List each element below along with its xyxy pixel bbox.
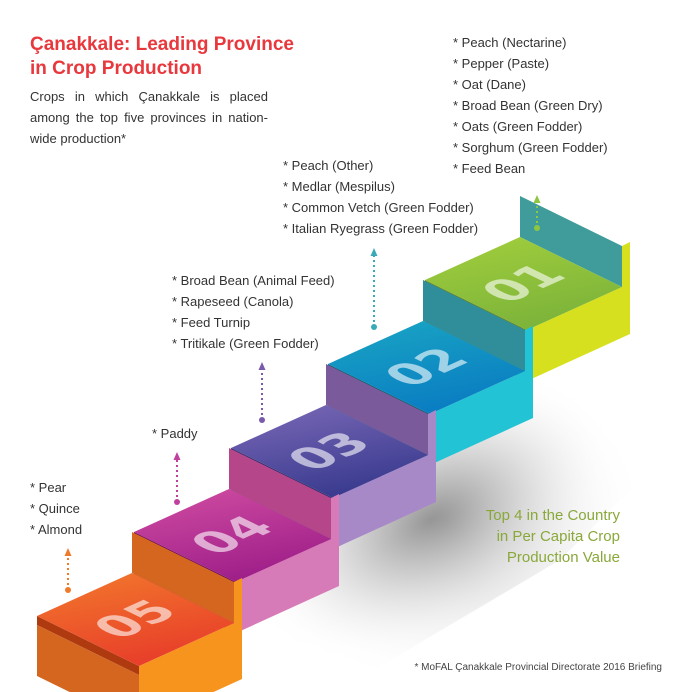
step-05-side [139,578,242,692]
step-03-riser [326,364,428,455]
step-04-top [134,489,331,582]
step-03-side [333,410,436,549]
crop-item: Italian Ryegrass (Green Fodder) [283,218,478,239]
crop-item: Pear [30,477,82,498]
step-01-arrow-icon [533,195,541,231]
step-02-arrow-icon [370,248,378,330]
crop-item: Oat (Dane) [453,74,608,95]
step-01-side [527,242,630,381]
step-03-crop-list: Broad Bean (Animal Feed)Rapeseed (Canola… [172,270,335,354]
step-02-riser [423,280,525,371]
crop-item: Tritikale (Green Fodder) [172,333,335,354]
title-line-2: in Crop Production [30,58,203,79]
highlight-line-1: Top 4 in the Country [485,507,620,524]
step-02-side [430,326,533,465]
step-04-arrow-icon [173,452,181,505]
page-title: Çanakkale: Leading Province in Crop Prod… [30,33,294,81]
step-03-arrow-icon [258,362,266,423]
crop-item: Peach (Other) [283,155,478,176]
step-04-crop-list: Paddy [152,423,198,444]
highlight-line-2: in Per Capita Crop [496,528,620,545]
crop-item: Feed Turnip [172,312,335,333]
step-05-arrow-icon [64,548,72,593]
crop-item: Rapeseed (Canola) [172,291,335,312]
crop-item: Oats (Green Fodder) [453,116,608,137]
crop-item: Almond [30,519,82,540]
step-04-riser [229,448,331,539]
step-01-top [425,237,622,330]
step-05-front [37,625,139,692]
crop-item: Paddy [152,423,198,444]
title-line-1: Çanakkale: Leading Province [30,34,294,55]
step-01-riser [520,196,622,287]
crop-item: Peach (Nectarine) [453,32,608,53]
crop-item: Pepper (Paste) [453,53,608,74]
highlight-line-3: Production Value [506,549,620,566]
subtitle: Crops in which Çanakkale is placed among… [30,89,268,146]
crop-item: Medlar (Mespilus) [283,176,478,197]
crop-item: Sorghum (Green Fodder) [453,137,608,158]
crop-item: Quince [30,498,82,519]
crop-item: Common Vetch (Green Fodder) [283,197,478,218]
per-capita-highlight: Top 4 in the Country in Per Capita Crop … [486,505,620,568]
crop-item: Broad Bean (Green Dry) [453,95,608,116]
step-02-top [328,321,525,414]
step-02-crop-list: Peach (Other)Medlar (Mespilus)Common Vet… [283,155,478,239]
footnote: * MoFAL Çanakkale Provincial Directorate… [414,662,662,673]
step-05-riser [132,532,234,623]
step-03-top [231,405,428,498]
step-04-side [236,494,339,633]
crop-item: Broad Bean (Animal Feed) [172,270,335,291]
step-05-edge [37,616,139,675]
step-05-crop-list: PearQuinceAlmond [30,477,82,540]
step-01-crop-list: Peach (Nectarine)Pepper (Paste)Oat (Dane… [453,32,608,179]
step-05-top [37,573,234,666]
